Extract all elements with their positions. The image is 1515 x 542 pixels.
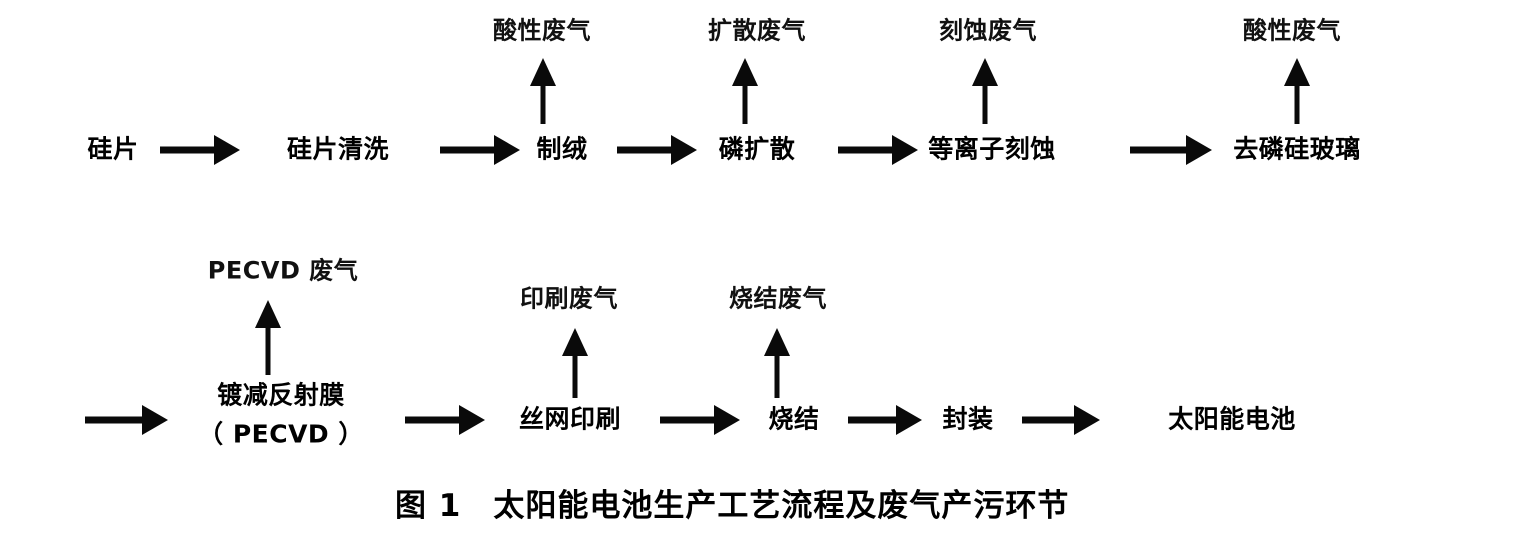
process-node-label: 硅片清洗 [286, 134, 390, 164]
process-node-label: 镀减反射膜 [217, 380, 345, 410]
process-node-phosphorus-diffusion[interactable]: 磷扩散 [718, 134, 796, 165]
flow-arrow-continuation-to-coating [85, 405, 168, 435]
flow-arrow-texturing-to-diffusion [617, 135, 697, 165]
flow-arrow-printing-to-sintering [660, 405, 740, 435]
process-node-sublabel: （ PECVD ） [198, 419, 364, 448]
process-node-label: 去磷硅玻璃 [1233, 134, 1361, 164]
flow-arrow-cleaning-to-texturing [440, 135, 520, 165]
emission-label-etching-waste-gas: 刻蚀废气 [939, 16, 1037, 45]
process-node-ar-coating[interactable]: 镀减反射膜 （ PECVD ） [198, 380, 364, 449]
emission-arrow-printing-waste-gas [562, 328, 588, 398]
flow-arrow-encap-to-cell [1022, 405, 1100, 435]
emission-arrow-diffusion-waste-gas [732, 58, 758, 124]
process-node-wafer-cleaning[interactable]: 硅片清洗 [286, 134, 390, 165]
process-node-label: 等离子刻蚀 [928, 134, 1056, 164]
process-node-encapsulation[interactable]: 封装 [942, 404, 994, 435]
process-node-label: 硅片 [87, 134, 139, 164]
emission-arrow-pecvd-waste-gas [255, 300, 281, 375]
emission-arrow-etching-waste-gas [972, 58, 998, 124]
process-node-label: 丝网印刷 [518, 404, 622, 434]
emission-label-printing-waste-gas: 印刷废气 [520, 284, 618, 313]
emission-label-pecvd-waste-gas: PECVD 废气 [207, 256, 359, 285]
process-node-label: 太阳能电池 [1168, 404, 1296, 434]
flow-arrow-wafer-to-cleaning [160, 135, 240, 165]
emission-arrow-acid-waste-gas-psg [1284, 58, 1310, 124]
figure-caption: 图 1 太阳能电池生产工艺流程及废气产污环节 [395, 488, 1070, 524]
process-node-sintering[interactable]: 烧结 [768, 404, 820, 435]
emission-label-acid-waste-gas-psg: 酸性废气 [1243, 16, 1341, 45]
process-node-screen-printing[interactable]: 丝网印刷 [518, 404, 622, 435]
process-node-label: 磷扩散 [718, 134, 796, 164]
process-node-psg-removal[interactable]: 去磷硅玻璃 [1233, 134, 1361, 165]
emission-label-diffusion-waste-gas: 扩散废气 [708, 16, 806, 45]
process-node-silicon-wafer[interactable]: 硅片 [87, 134, 139, 165]
process-node-label: 制绒 [536, 134, 588, 164]
emission-arrow-sintering-waste-gas [764, 328, 790, 398]
flow-arrow-diffusion-to-etching [838, 135, 918, 165]
flow-arrow-sintering-to-encap [848, 405, 922, 435]
process-node-plasma-etching[interactable]: 等离子刻蚀 [928, 134, 1056, 165]
process-node-solar-cell[interactable]: 太阳能电池 [1168, 404, 1296, 435]
process-node-texturing[interactable]: 制绒 [536, 134, 588, 165]
emission-label-sintering-waste-gas: 烧结废气 [729, 284, 827, 313]
emission-arrow-acid-waste-gas-texturing [530, 58, 556, 124]
flow-arrow-etching-to-psg [1130, 135, 1212, 165]
process-node-label: 烧结 [768, 404, 820, 434]
flow-arrow-coating-to-printing [405, 405, 485, 435]
process-node-label: 封装 [942, 404, 994, 434]
emission-label-acid-waste-gas-texturing: 酸性废气 [493, 16, 591, 45]
